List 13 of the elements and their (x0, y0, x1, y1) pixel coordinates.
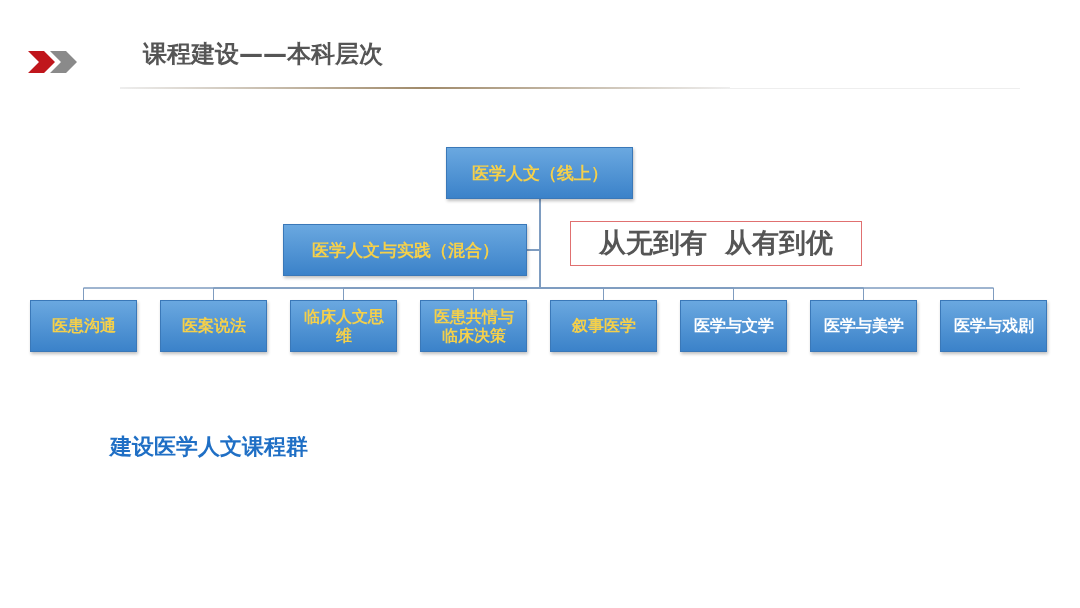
course-box: 临床人文思维 (290, 300, 397, 352)
course-box: 医学人文（线上） (446, 147, 633, 199)
course-box: 医学与文学 (680, 300, 787, 352)
course-box: 医学与戏剧 (940, 300, 1047, 352)
course-box: 医案说法 (160, 300, 267, 352)
course-box: 医患共情与临床决策 (420, 300, 527, 352)
course-box: 叙事医学 (550, 300, 657, 352)
course-box: 医学人文与实践（混合） (283, 224, 527, 276)
slide-title: 课程建设——本科层次 (143, 39, 383, 70)
course-box: 医学与美学 (810, 300, 917, 352)
course-box: 医患沟通 (30, 300, 137, 352)
note-text: 建设医学人文课程群 (110, 433, 308, 461)
slogan-box: 从无到有 从有到优 (570, 221, 862, 266)
